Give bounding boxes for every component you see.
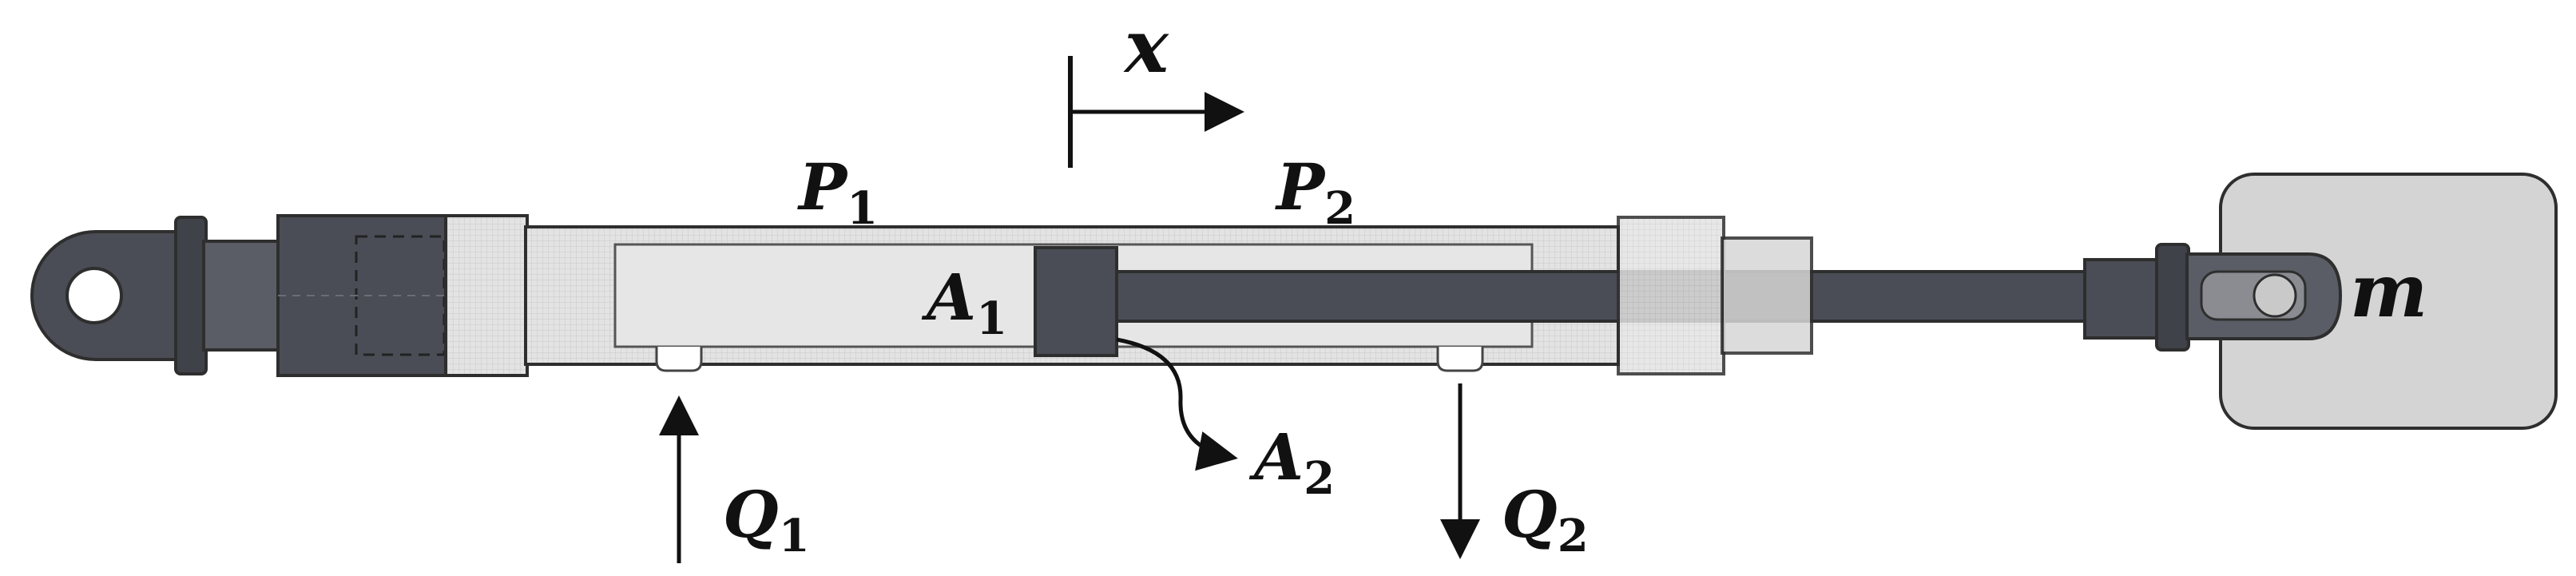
port-1 — [655, 347, 703, 372]
rear-eye-hole — [65, 267, 123, 324]
piston-rod — [1113, 270, 2098, 323]
rear-end-cap — [202, 214, 449, 377]
pressure-p2-label: P2 — [1275, 149, 1355, 235]
x-label: x — [1123, 3, 1169, 89]
piston — [1034, 246, 1118, 357]
rod-end-clevis — [2083, 243, 2343, 352]
rod-eye-hole — [2253, 273, 2297, 318]
area-a2-label: A2 — [1248, 419, 1335, 505]
flow-q1-label: Q1 — [723, 477, 810, 562]
front-gland — [1617, 216, 1813, 375]
rear-clevis — [30, 216, 208, 375]
port-2 — [1436, 347, 1484, 372]
a2-leader-line — [1116, 337, 1238, 471]
mass-label: m — [2350, 248, 2427, 334]
x-direction-indicator — [1068, 56, 1244, 168]
area-a1-label: A1 — [921, 260, 1007, 345]
pressure-p1-label: P1 — [797, 149, 878, 235]
flow-q2-label: Q2 — [1502, 477, 1589, 562]
